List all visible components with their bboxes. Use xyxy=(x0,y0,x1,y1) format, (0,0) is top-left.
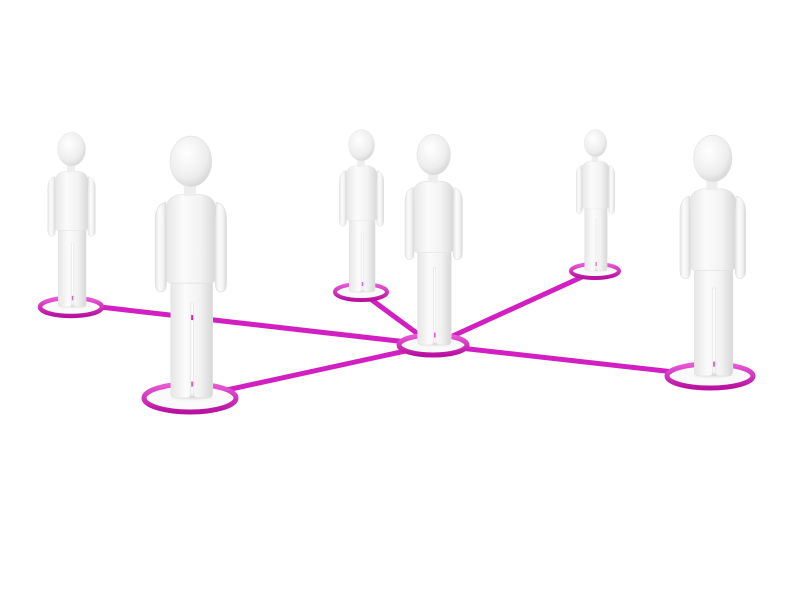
person-front-left xyxy=(154,135,227,399)
person-far-left xyxy=(47,132,96,308)
ground-rings xyxy=(37,262,756,415)
person-right xyxy=(679,134,746,377)
link-to-right-person xyxy=(430,342,713,379)
link-to-far-left-person xyxy=(97,304,436,348)
person-hub-center xyxy=(404,133,463,346)
link-to-back-right-person xyxy=(430,268,598,348)
person-back-center xyxy=(339,129,384,293)
person-back-right xyxy=(575,129,615,272)
